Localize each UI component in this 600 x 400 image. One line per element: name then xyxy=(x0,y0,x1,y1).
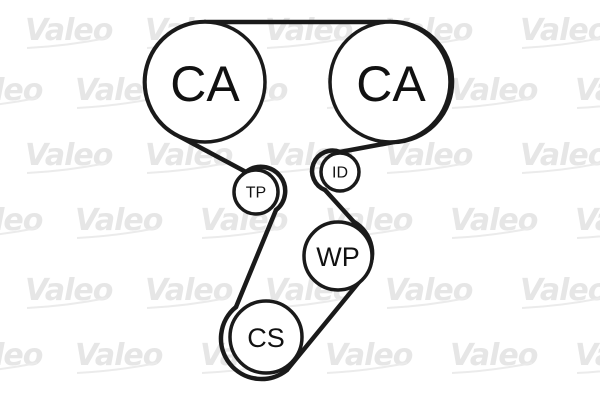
watermark-swoosh xyxy=(521,297,600,309)
watermark-text: Valeo xyxy=(520,273,600,308)
belt-tensioner-wrap xyxy=(243,164,288,213)
watermark-text: Valeo xyxy=(385,273,473,308)
belt-crankshaft-wrap xyxy=(218,304,290,382)
pulley-circle xyxy=(302,220,374,292)
watermark-swoosh xyxy=(76,227,158,239)
watermark-swoosh xyxy=(26,297,108,309)
watermark-swoosh xyxy=(201,227,283,239)
pulley-label-id: ID xyxy=(332,165,348,182)
watermark-swoosh xyxy=(451,97,533,109)
pulley-label-ca-right: CA xyxy=(356,56,426,112)
watermark-text: Valeo xyxy=(575,203,600,238)
pulley-ca-left: CA xyxy=(143,20,267,144)
pulley-wp: WP xyxy=(302,220,374,292)
pulley-label-wp: WP xyxy=(316,242,360,272)
pulley-cs: CS xyxy=(228,299,304,375)
watermark-text: Valeo xyxy=(75,338,163,373)
watermark-text: Valeo xyxy=(75,203,163,238)
watermark-text: Valeo xyxy=(450,203,538,238)
watermark-swoosh xyxy=(146,297,228,309)
watermark-text: Valeo xyxy=(25,13,113,48)
watermark-swoosh xyxy=(386,162,468,174)
watermark-swoosh xyxy=(576,235,600,239)
watermark-swoosh xyxy=(521,162,600,174)
watermark-text: Valeo xyxy=(520,138,600,173)
belt-span-tp-to-cs xyxy=(233,207,279,310)
pulley-circle xyxy=(319,151,361,193)
watermark-swoosh xyxy=(26,37,108,49)
belt-span-id-to-ca xyxy=(337,139,397,155)
watermark-text: Valeo xyxy=(265,13,353,48)
pulley-circle xyxy=(328,20,452,144)
pulley-label-ca-left: CA xyxy=(170,56,240,112)
watermark-swoosh xyxy=(521,37,600,49)
watermark-swoosh xyxy=(0,227,38,236)
watermark-swoosh xyxy=(451,227,533,239)
pulley-tp: TP xyxy=(232,168,280,216)
belt-span-cs-to-wp xyxy=(284,273,367,373)
pulley-ca-right: CA xyxy=(328,20,452,144)
watermark-text: Valeo xyxy=(145,273,233,308)
watermark-text: Valeo xyxy=(25,273,113,308)
pulley-circle xyxy=(232,168,280,216)
watermark-swoosh xyxy=(451,362,533,374)
pulley-circle xyxy=(228,299,304,375)
watermark-swoosh xyxy=(386,297,468,309)
watermark-text: Valeo xyxy=(575,73,600,108)
belt-span-wp-to-id xyxy=(322,187,357,225)
watermark-swoosh xyxy=(146,162,228,174)
pulley-circle xyxy=(143,20,267,144)
watermark-swoosh xyxy=(326,362,408,374)
watermark-swoosh xyxy=(266,37,348,49)
watermark-swoosh xyxy=(26,162,108,174)
timing-belt xyxy=(142,19,455,382)
pulley-label-cs: CS xyxy=(247,323,285,353)
watermark-swoosh xyxy=(0,362,38,371)
watermark-text: Valeo xyxy=(385,138,473,173)
watermark-text: Valeo xyxy=(520,13,600,48)
pulley-id: ID xyxy=(319,151,361,193)
pulley-label-tp: TP xyxy=(246,185,266,202)
watermark-text: Valeo xyxy=(25,138,113,173)
watermark-text: Valeo xyxy=(575,338,600,373)
watermark-swoosh xyxy=(576,370,600,374)
watermark-text: Valeo xyxy=(325,338,413,373)
watermark-swoosh xyxy=(76,362,158,374)
watermark-swoosh xyxy=(0,97,38,106)
watermark-text: Valeo xyxy=(450,338,538,373)
watermark-swoosh xyxy=(576,105,600,109)
belt-idler-wrap xyxy=(309,148,343,193)
watermark-text: Valeo xyxy=(450,73,538,108)
